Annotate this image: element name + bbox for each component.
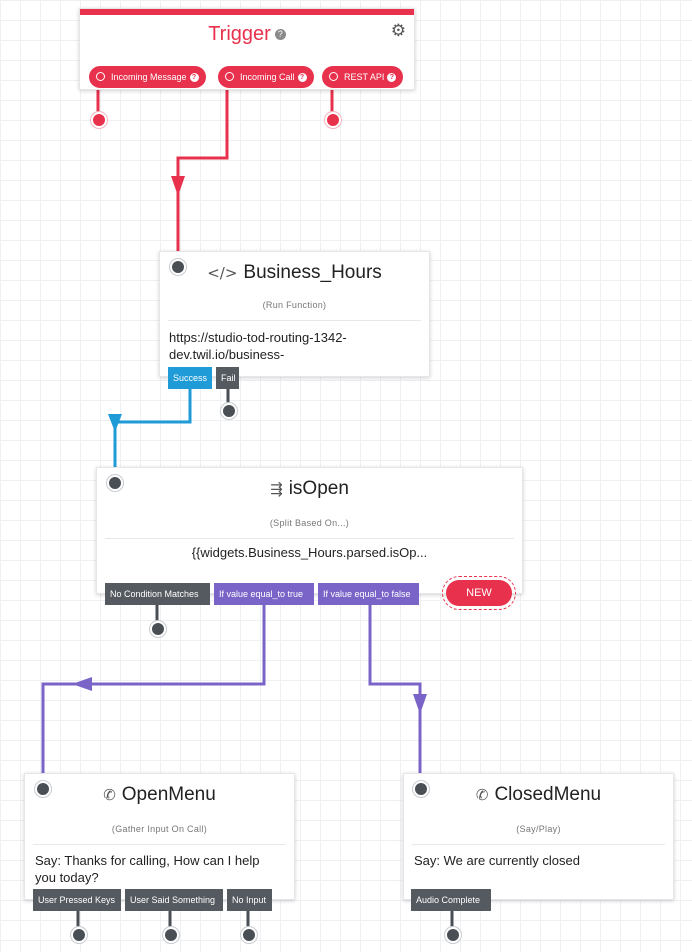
transition-success[interactable]: Success <box>168 367 212 389</box>
help-icon[interactable]: ? <box>189 73 199 83</box>
transition-equal-false[interactable]: If value equal_to false <box>318 583 419 605</box>
radio-ring-icon <box>96 72 105 81</box>
port-audio-complete[interactable] <box>445 927 461 943</box>
transition-equal-true[interactable]: If value equal_to true <box>214 583 314 605</box>
input-port[interactable] <box>170 259 186 275</box>
widget-title-label: Business_Hours <box>243 262 382 283</box>
transition-fail[interactable]: Fail <box>216 367 239 389</box>
transition-no-input[interactable]: No Input <box>227 889 272 911</box>
divider <box>33 844 286 845</box>
wire-arrow-incoming-call <box>171 176 185 196</box>
trigger-title: Trigger? <box>80 23 414 46</box>
widget-title-label: OpenMenu <box>121 784 216 805</box>
divider <box>168 320 421 321</box>
input-port[interactable] <box>107 475 123 491</box>
widget-is-open[interactable]: ⇶ isOpen (Split Based On...) {{widgets.Bu… <box>96 467 523 594</box>
trigger-port-rest-api[interactable] <box>325 112 341 128</box>
widget-title-label: isOpen <box>288 478 349 499</box>
divider <box>105 538 514 539</box>
widget-body: {{widgets.Business_Hours.parsed.isOp... <box>191 545 428 560</box>
wire-arrow-equal-false <box>413 694 427 714</box>
wire-equal-false <box>368 605 422 785</box>
trigger-widget[interactable]: Trigger? ⚙ Incoming Message? Incoming Ca… <box>79 8 415 90</box>
wire-incoming-call <box>176 80 229 258</box>
widget-subtitle: (Split Based On...) <box>269 518 350 528</box>
widget-body: https://studio-tod-routing-1342-dev.twil… <box>169 330 347 362</box>
port-said-something[interactable] <box>163 927 179 943</box>
widget-title: </> Business_Hours <box>160 262 429 284</box>
widget-subtitle: (Gather Input On Call) <box>111 824 208 834</box>
wire-arrow-equal-true <box>72 677 92 691</box>
radio-ring-icon <box>225 72 234 81</box>
port-fail[interactable] <box>221 403 237 419</box>
widget-business-hours[interactable]: </> Business_Hours (Run Function) https:/… <box>159 251 430 377</box>
trigger-pill-incoming-message[interactable]: Incoming Message? <box>89 66 206 88</box>
phone-icon: ✆ <box>475 786 489 804</box>
widget-body: Say: Thanks for calling, How can I help … <box>35 853 260 885</box>
trigger-pill-incoming-call[interactable]: Incoming Call? <box>218 66 314 88</box>
widget-body: Say: We are currently closed <box>414 853 580 868</box>
wire-equal-true <box>41 605 266 785</box>
wire-arrow-success <box>108 414 122 432</box>
divider <box>412 844 665 845</box>
widget-title-label: ClosedMenu <box>494 784 602 805</box>
help-icon[interactable]: ? <box>387 73 397 83</box>
phone-icon: ✆ <box>103 786 116 804</box>
input-port[interactable] <box>35 781 51 797</box>
widget-title: ✆ OpenMenu <box>25 784 294 806</box>
transition-user-said-something[interactable]: User Said Something <box>125 889 223 911</box>
trigger-pill-label: Incoming Message <box>111 72 187 82</box>
port-no-input[interactable] <box>241 927 257 943</box>
trigger-pill-rest-api[interactable]: REST API? <box>322 66 404 88</box>
split-icon: ⇶ <box>270 480 283 498</box>
widget-title: ✆ ClosedMenu <box>404 784 673 806</box>
port-no-condition[interactable] <box>150 621 166 637</box>
gears-icon[interactable]: ⚙ <box>390 21 406 41</box>
help-icon[interactable]: ? <box>297 73 307 83</box>
new-button-ring <box>442 576 516 610</box>
widget-title: ⇶ isOpen <box>97 478 522 500</box>
wire-success <box>113 389 192 478</box>
new-transition-button[interactable]: NEW <box>446 580 512 606</box>
transition-audio-complete[interactable]: Audio Complete <box>411 889 491 911</box>
trigger-port-incoming-message[interactable] <box>91 112 107 128</box>
widget-subtitle: (Say/Play) <box>516 824 561 834</box>
trigger-accent-bar <box>80 9 414 15</box>
widget-subtitle: (Run Function) <box>262 300 327 310</box>
widget-closed-menu[interactable]: ✆ ClosedMenu (Say/Play) Say: We are curre… <box>403 773 674 900</box>
trigger-title-label: Trigger <box>208 23 271 45</box>
transition-user-pressed-keys[interactable]: User Pressed Keys <box>33 889 121 911</box>
trigger-pill-label: REST API <box>344 72 385 82</box>
trigger-pill-label: Incoming Call <box>240 72 295 82</box>
port-pressed-keys[interactable] <box>71 927 87 943</box>
code-icon: </> <box>207 264 238 282</box>
help-icon[interactable]: ? <box>274 29 286 41</box>
transition-no-condition-matches[interactable]: No Condition Matches <box>105 583 210 605</box>
widget-open-menu[interactable]: ✆ OpenMenu (Gather Input On Call) Say: Th… <box>24 773 295 900</box>
input-port[interactable] <box>413 781 429 797</box>
radio-ring-icon <box>329 72 338 81</box>
